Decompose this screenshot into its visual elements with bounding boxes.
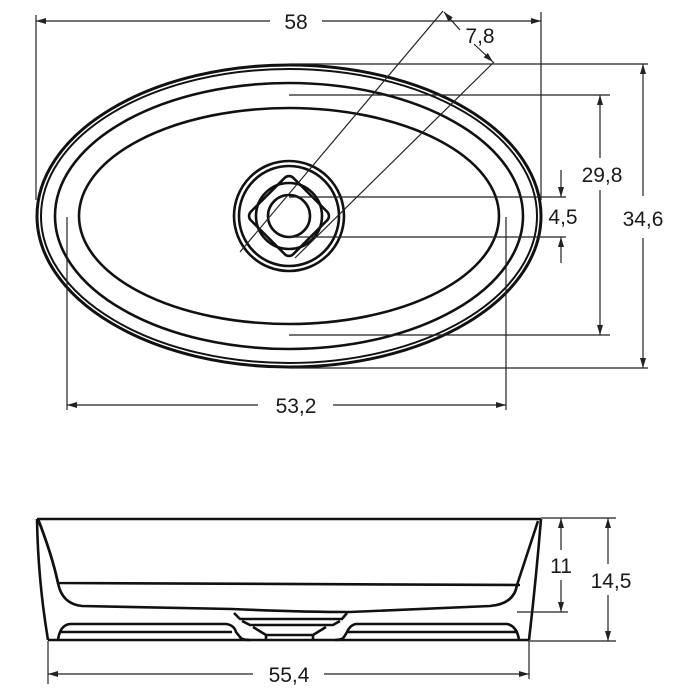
- drain-assembly: [232, 159, 346, 273]
- basin-inner-rim: [53, 81, 525, 351]
- drain-hole: [266, 193, 312, 239]
- side-drain-profile: [233, 612, 348, 640]
- side-view: 11 14,5 55,4: [35, 517, 632, 687]
- side-outer-wall-left: [35, 518, 50, 641]
- drain-outer-ring: [232, 159, 346, 273]
- dim-label-drain-offset: 4,5: [548, 206, 577, 229]
- side-foot-left: [56, 622, 251, 642]
- basin-outer-rim: [35, 63, 543, 369]
- dim-label-overall-length: 58: [284, 11, 307, 34]
- dim-line-7-8-a: [443, 11, 461, 31]
- drain-middle-ring: [254, 181, 324, 251]
- dim-label-overall-height: 14,5: [591, 570, 632, 593]
- dim-label-drain-diagonal: 7,8: [465, 25, 494, 48]
- basin-bowl-floor: [77, 106, 501, 326]
- dim-label-inner-width: 29,8: [582, 164, 623, 187]
- dim-label-inner-depth: 11: [550, 555, 572, 578]
- drain-square-cover: [247, 174, 331, 258]
- dim-label-overall-width: 34,6: [623, 208, 664, 231]
- ext-line-7-8-b: [294, 61, 495, 259]
- dim-label-inner-length: 53,2: [276, 395, 317, 418]
- side-inner-bowl-profile: [36, 518, 540, 614]
- side-inner-upper-profile: [36, 518, 521, 587]
- dim-line-7-8-b: [473, 43, 494, 63]
- dim-label-base-length: 55,4: [269, 664, 310, 687]
- drain-outer-ring-2: [237, 164, 341, 268]
- ext-line-7-8-a: [239, 10, 444, 253]
- basin-outer-rim-inner-line: [40, 68, 538, 364]
- top-view: 58 7,8 29,8 4,5 34,6 53,2: [35, 10, 664, 418]
- side-outer-wall-right: [527, 518, 543, 641]
- side-foot-right: [334, 622, 521, 642]
